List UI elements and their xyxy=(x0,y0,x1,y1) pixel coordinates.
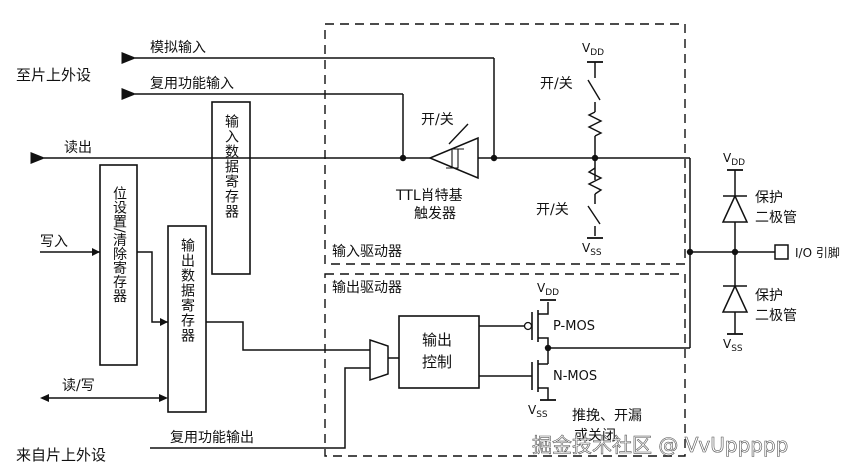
input-driver-label: 输入驱动器 xyxy=(332,244,402,260)
io-pin-pad xyxy=(774,244,789,260)
read-out-label: 读出 xyxy=(64,139,92,156)
io-pin-label: I/O 引脚 xyxy=(795,245,840,260)
from-peripheral-label: 来自片上外设 xyxy=(16,446,106,464)
read-write-label: 读/写 xyxy=(62,377,95,394)
pullup-resistor xyxy=(587,111,603,137)
junction-dot xyxy=(731,248,739,256)
input-data-register-box xyxy=(211,101,251,275)
switch-pulldown-label: 开/关 xyxy=(536,202,569,218)
to-peripheral-label: 至片上外设 xyxy=(16,66,91,84)
bit-set-reset-register-box xyxy=(99,164,138,366)
output-driver-label: 输出驱动器 xyxy=(332,280,402,296)
switch-pullup-label: 开/关 xyxy=(540,76,573,92)
output-control-label-line1: 输出 xyxy=(422,331,452,349)
output-driver-box xyxy=(324,273,686,457)
output-control-box xyxy=(398,315,480,389)
output-data-register-box xyxy=(167,225,207,413)
analog-input-label: 模拟输入 xyxy=(150,40,206,56)
schmitt-switch xyxy=(448,123,469,145)
output-control-label-line2: 控制 xyxy=(422,353,452,371)
pulldown-resistor xyxy=(587,167,603,195)
pmos-drain xyxy=(538,337,549,348)
alt-func-output-label: 复用功能输出 xyxy=(170,429,254,446)
bit-set-reset-register-label: 位设置/清除寄存器 xyxy=(111,186,127,303)
vss-pulldown-label: VSS xyxy=(582,241,602,258)
hysteresis-icon xyxy=(446,148,464,169)
nmos-label: N-MOS xyxy=(553,369,597,384)
watermark: 掘金技术社区 @ VvUppppp xyxy=(532,433,788,457)
junction-dot xyxy=(399,154,407,162)
protect-diode-bottom-label-line1: 保护 xyxy=(755,288,783,304)
alt-func-input-label: 复用功能输入 xyxy=(150,75,234,92)
read-write-arrowhead-right xyxy=(159,394,168,402)
protect-diode-top-label-line2: 二极管 xyxy=(755,210,797,226)
pulldown-switch xyxy=(587,205,601,225)
switch-top-label: 开/关 xyxy=(421,112,454,128)
protect-diode-top-label-line1: 保护 xyxy=(755,190,783,206)
odr-to-mux-wire xyxy=(206,321,370,351)
schmitt-trigger xyxy=(428,136,479,180)
vdd-pullup-label: VDD xyxy=(582,41,604,58)
pmos-gate-bubble xyxy=(523,321,533,331)
push-pull-label-line2: 或关闭 xyxy=(574,428,616,444)
vdd-diode-label: VDD xyxy=(723,151,745,168)
write-in-label: 写入 xyxy=(40,234,68,250)
push-pull-label-line1: 推挽、开漏 xyxy=(572,408,642,424)
bsrr-to-odr-arrowhead xyxy=(160,318,168,326)
read-write-arrowhead-left xyxy=(40,394,49,402)
vss-nmos-label: VSS xyxy=(528,403,548,420)
bsrr-to-odr-wire xyxy=(137,251,168,323)
alt-func-output-wire xyxy=(150,367,370,449)
protect-diode-bottom-label-line2: 二极管 xyxy=(755,308,797,324)
vdd-pmos-label: VDD xyxy=(537,281,559,298)
output-multiplexer xyxy=(369,338,389,382)
pmos-label: P-MOS xyxy=(553,319,595,334)
protection-diode-bottom xyxy=(721,284,749,313)
schmitt-label-line2: 触发器 xyxy=(414,206,456,222)
schmitt-label-line1: TTL肖特基 xyxy=(395,187,463,204)
output-data-register-label: 输出数据寄存器 xyxy=(179,238,195,343)
input-data-register-label: 输入数据寄存器 xyxy=(223,114,239,219)
pmos-source xyxy=(538,302,549,315)
pullup-switch xyxy=(587,79,601,101)
nmos-source xyxy=(538,387,549,400)
write-in-arrowhead xyxy=(92,248,100,256)
junction-dot xyxy=(490,154,498,162)
protection-diode-top xyxy=(721,194,749,223)
vss-diode-label: VSS xyxy=(723,337,743,354)
input-driver-box xyxy=(324,23,686,265)
